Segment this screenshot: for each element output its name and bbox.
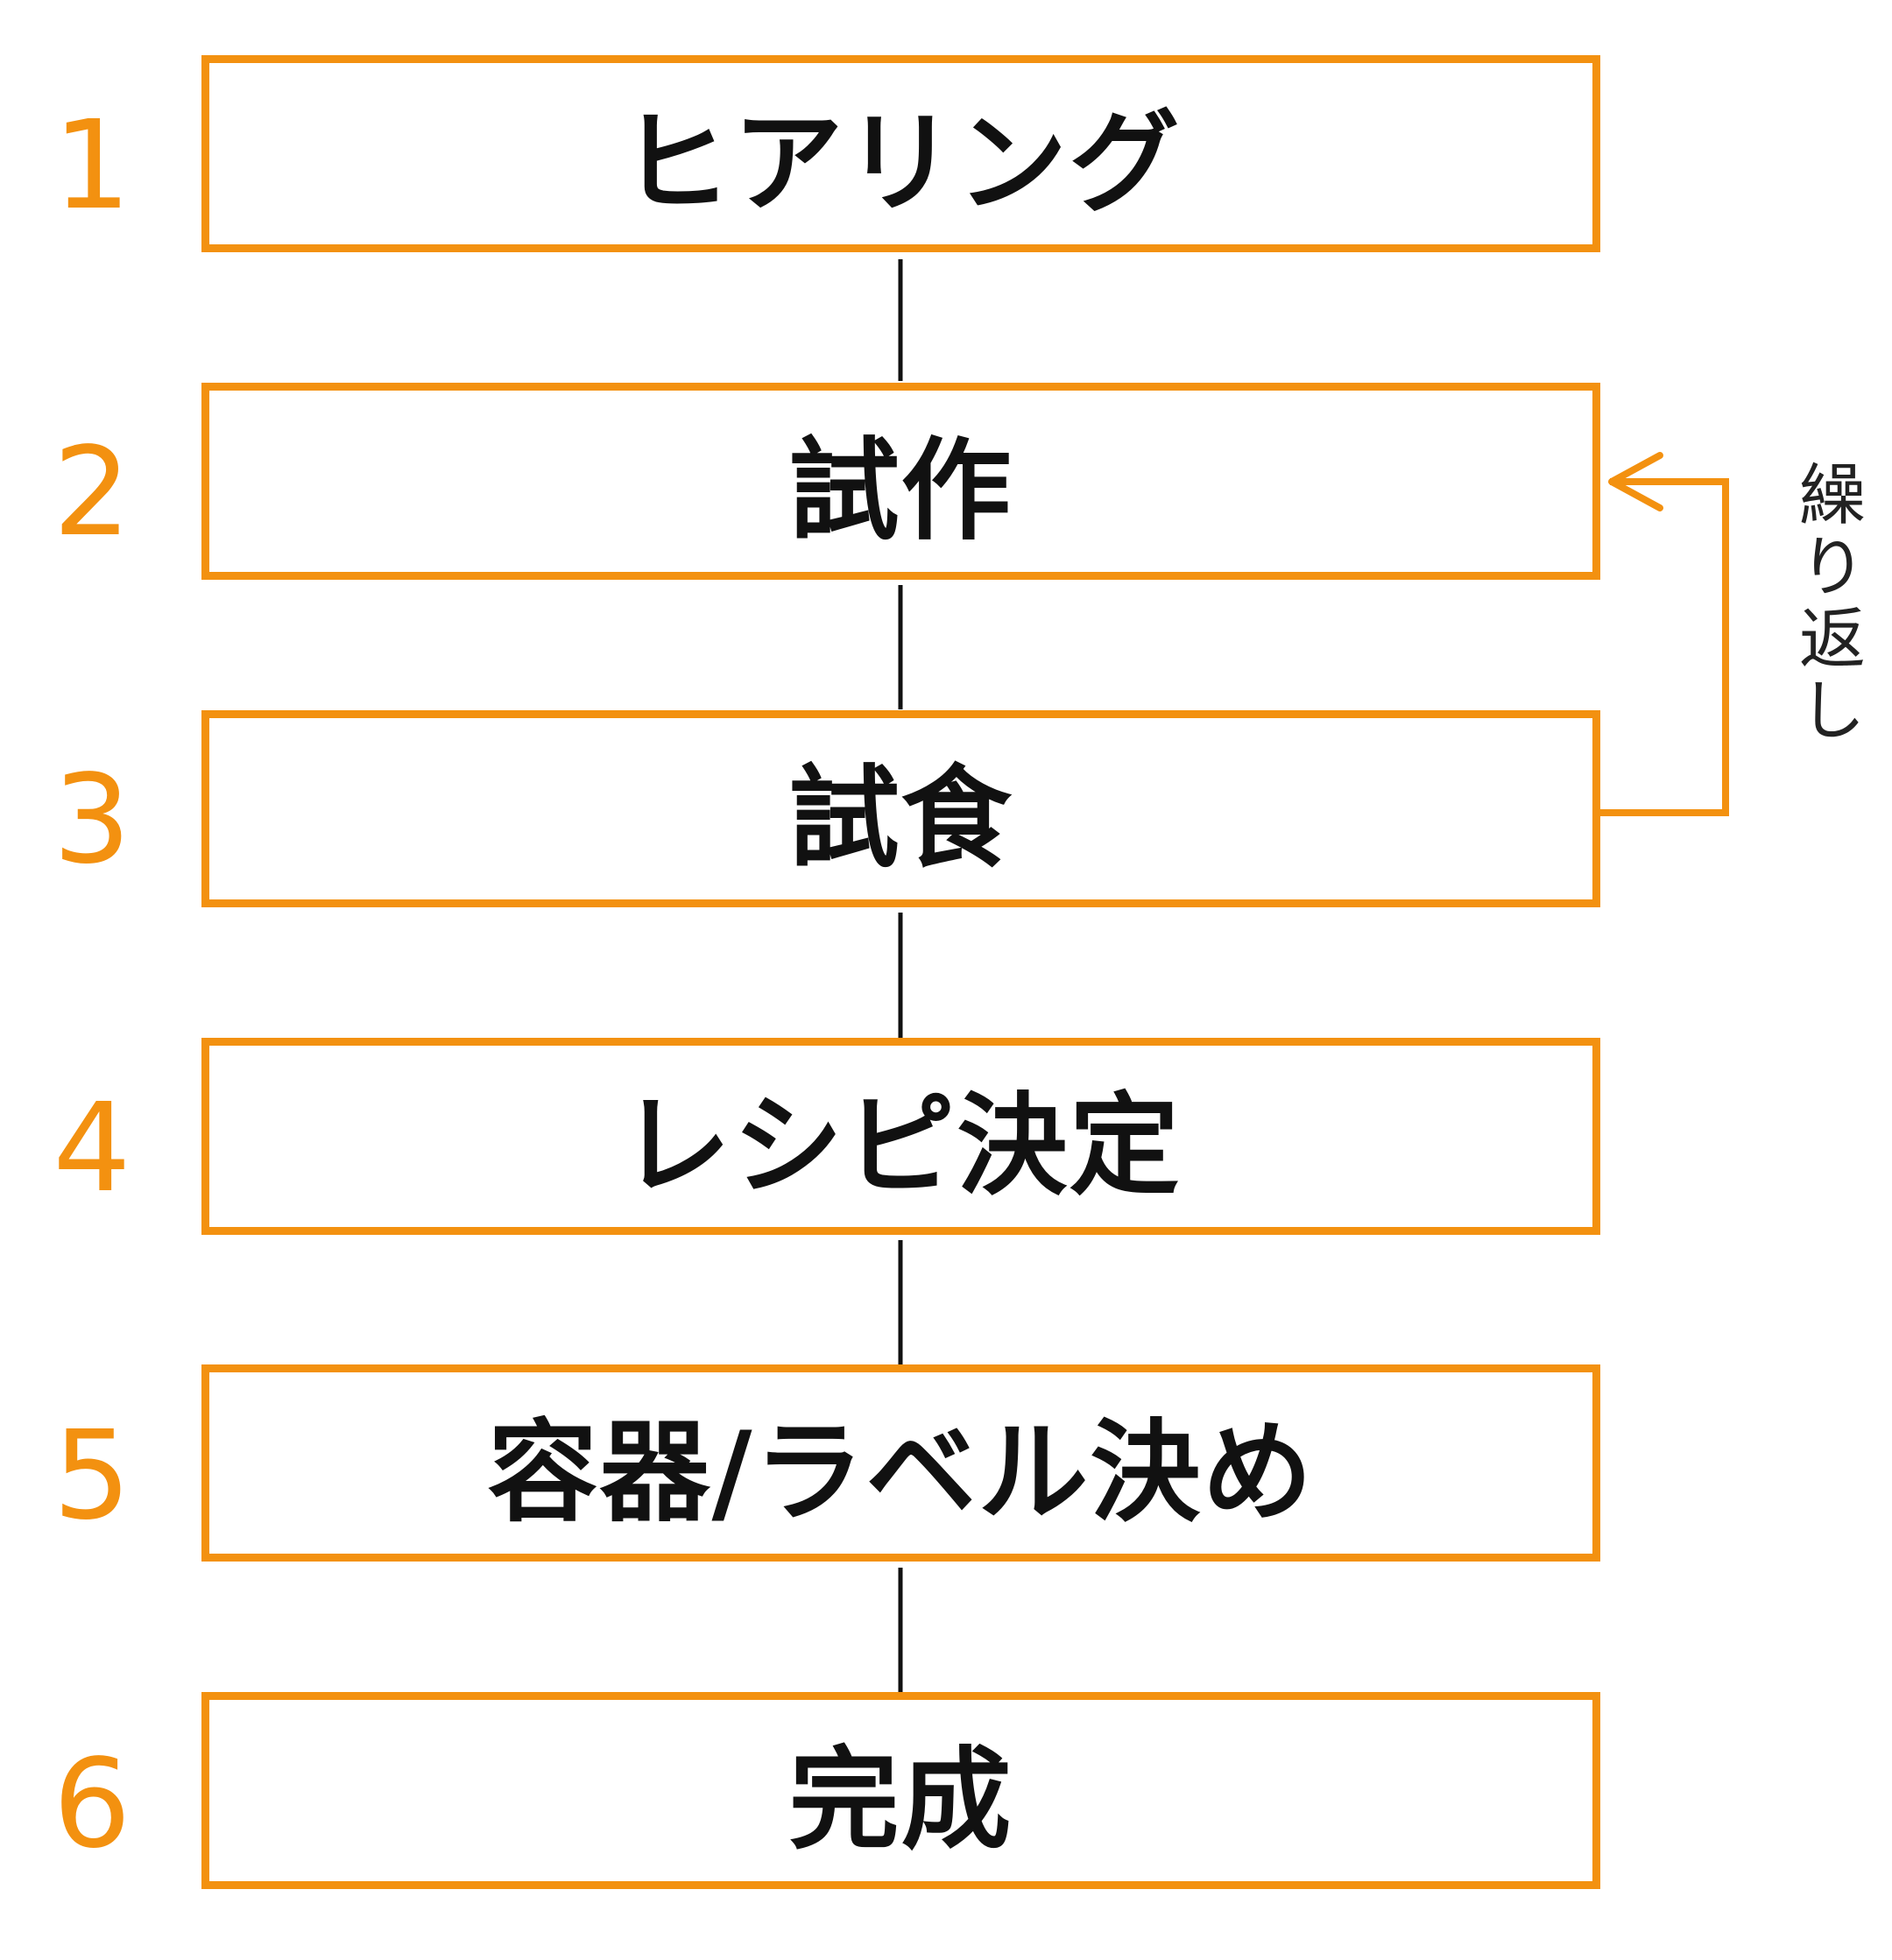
loop-arrowhead-icon [1608,452,1663,511]
step-label-3: 試食 [788,752,1013,883]
loop-arrow-line [1600,478,1729,816]
step-number-5: 5 [53,1405,131,1548]
step-box-2: 試作 [201,383,1600,580]
step-number-6: 6 [53,1733,131,1876]
step-number-4: 4 [53,1077,131,1220]
step-box-3: 試食 [201,710,1600,907]
step-number-2: 2 [53,421,131,564]
repeat-label: 繰り返し [1788,460,1866,747]
step-box-5: 容器/ラベル決め [201,1364,1600,1562]
step-label-6: 完成 [788,1734,1013,1865]
step-label-2: 試作 [788,425,1013,555]
step-label-4: レシピ決定 [620,1080,1182,1210]
step-box-1: ヒアリング [201,55,1600,252]
step-number-1: 1 [53,95,131,237]
step-box-4: レシピ決定 [201,1038,1600,1235]
step-label-1: ヒアリング [620,97,1182,228]
step-number-3: 3 [53,749,131,892]
step-box-6: 完成 [201,1692,1600,1889]
step-label-5: 容器/ラベル決め [487,1407,1315,1537]
